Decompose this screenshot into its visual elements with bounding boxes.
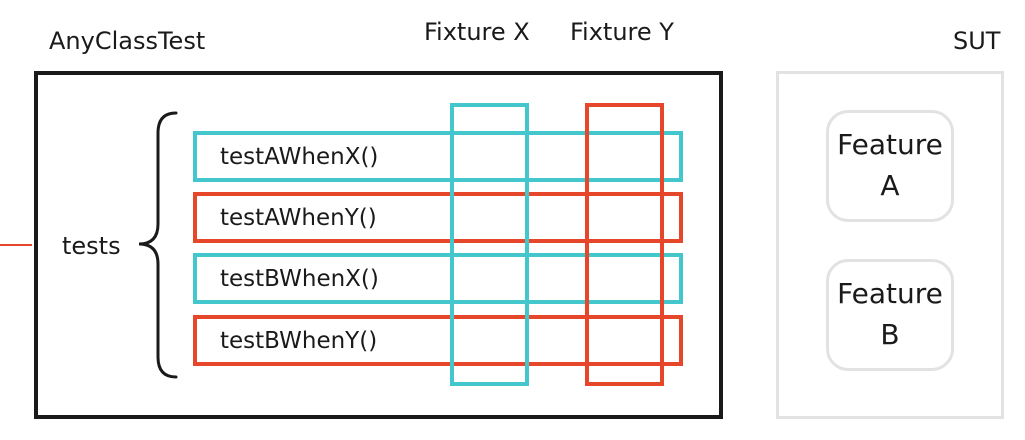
sut-box: [776, 71, 1004, 419]
fixture-x-column: [450, 103, 529, 386]
test-label: testBWhenY(): [220, 328, 378, 354]
test-class-box: [34, 71, 723, 419]
feature-b-box: Feature B: [826, 259, 954, 371]
sut-title: SUT: [953, 27, 1001, 55]
test-row-a-when-x: [193, 131, 683, 182]
feature-a-box: Feature A: [826, 110, 954, 222]
test-row-b-when-x: [193, 253, 683, 304]
test-row-b-when-y: [193, 315, 683, 366]
test-label: testAWhenY(): [220, 205, 377, 231]
test-label: testAWhenX(): [220, 144, 379, 170]
tests-group-label: tests: [62, 232, 121, 260]
fixture-x-label: Fixture X: [424, 18, 530, 46]
connector-line: [0, 244, 32, 246]
fixture-y-column: [585, 103, 664, 386]
feature-a-line2: A: [880, 169, 900, 202]
feature-b-line2: B: [880, 318, 900, 351]
fixture-y-label: Fixture Y: [570, 18, 674, 46]
test-row-a-when-y: [193, 192, 683, 243]
feature-b-line1: Feature: [837, 277, 943, 311]
feature-a-line1: Feature: [837, 128, 943, 162]
test-label: testBWhenX(): [220, 266, 379, 292]
class-title: AnyClassTest: [49, 27, 206, 55]
